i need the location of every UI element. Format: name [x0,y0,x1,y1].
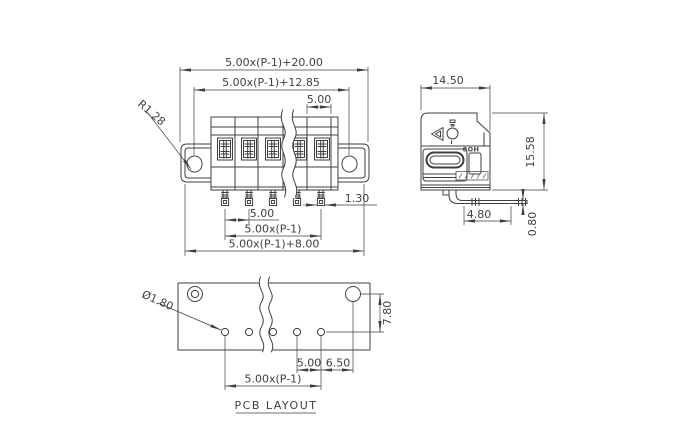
dim-pin-length-label: 4.80 [467,208,492,221]
break-mask [287,110,292,197]
dim-end-margin: 6.50 [321,357,353,372]
pcb-layout-title: PCB LAYOUT [235,399,318,414]
front-body-lines [210,126,339,188]
dim-depth: 14.50 [420,74,491,131]
pin-hole [316,327,326,337]
dim-flange-radius-label: R1.28 [135,97,168,128]
pin-hole [292,327,302,337]
wire-clamp [422,148,468,182]
side-body-outline [420,112,491,191]
mounting-hole [345,286,361,302]
dim-pin-width-label: 1.30 [345,192,370,205]
dim-flange-radius: R1.28 [135,97,192,170]
side-slot [468,152,482,175]
dim-height: 15.58 [492,112,548,191]
dim-pin-pitch: 5.00 [224,207,322,240]
dim-row-spacing-label: 7.80 [381,301,394,326]
front-view: 5.00x(P-1)+20.00 5.00x(P-1)+12.85 5.00 R… [135,56,377,256]
pcb-layout-view: Ø1.80 7.80 5.00 6.50 5.00x(P-1) PCB LAYO… [140,277,394,414]
solder-pin [244,189,254,206]
left-mounting-flange [180,143,212,183]
terminal-window [314,137,330,161]
terminal-window [265,137,281,161]
dim-pin-span: 5.00x(P-1) [225,223,321,238]
dim-pin-span-label: 5.00x(P-1) [245,223,302,236]
dim-pin-length: 4.80 [463,206,512,225]
wire-entry-hole [425,151,465,169]
dim-hole-diameter-label: Ø1.80 [140,288,176,313]
dim-hole-diameter: Ø1.80 [140,288,222,331]
front-cell-dividers [234,116,332,191]
dim-mounting-span: 5.00x(P-1)+12.85 [193,76,350,155]
dim-hole-pitch-label: 5.00 [297,357,322,370]
side-pin [442,189,528,206]
dim-pin-thickness: 0.80 [521,189,539,237]
front-body-outline [210,116,339,191]
dim-pin-width: 1.30 [303,192,377,207]
dim-overall-width-label: 5.00x(P-1)+20.00 [225,56,323,69]
pin-hole [220,327,230,337]
side-view: 8OH 14.50 15.58 [420,74,548,237]
pcb-board-outline [177,282,371,351]
solder-pin [316,189,326,206]
dim-mounting-span-label: 5.00x(P-1)+12.85 [222,76,320,89]
mounting-hole [190,289,200,299]
terminal-window [241,137,257,161]
pcb-layout-title-label: PCB LAYOUT [235,399,318,412]
molded-recycle-mark [446,119,459,144]
dim-pin-pitch-label: 5.00 [250,207,275,220]
dim-pin-thickness-label: 0.80 [526,212,539,237]
side-body-lines [420,132,491,188]
dim-hole-pitch: 5.00 [296,302,354,390]
dim-end-margin-label: 6.50 [326,357,351,370]
dim-height-label: 15.58 [524,136,537,168]
solder-pin [220,189,230,206]
brand-logo-mark [455,171,489,181]
right-flange-slot [341,155,358,173]
dim-overall-width: 5.00x(P-1)+20.00 [179,56,369,142]
molded-marking-text: 8OH [463,146,479,154]
terminal-window [217,137,233,161]
dim-body-width: 5.00x(P-1)+8.00 [184,184,365,256]
dim-hole-span-label: 5.00x(P-1) [245,373,302,386]
solder-pin [268,189,278,206]
dim-depth-label: 14.50 [432,74,464,87]
pin-hole [244,327,254,337]
dim-hole-span: 5.00x(P-1) [224,336,321,390]
break-mask [264,277,269,352]
mounting-hole [187,286,203,302]
dim-pole-pitch-label: 5.00 [307,93,332,106]
pin-hole [268,327,278,337]
left-flange-slot [186,155,203,173]
dim-row-spacing: 7.80 [326,293,394,333]
dim-body-width-label: 5.00x(P-1)+8.00 [229,238,320,251]
molded-triangle-mark [431,127,444,141]
right-mounting-flange [337,143,370,183]
dim-pole-pitch: 5.00 [306,93,332,114]
